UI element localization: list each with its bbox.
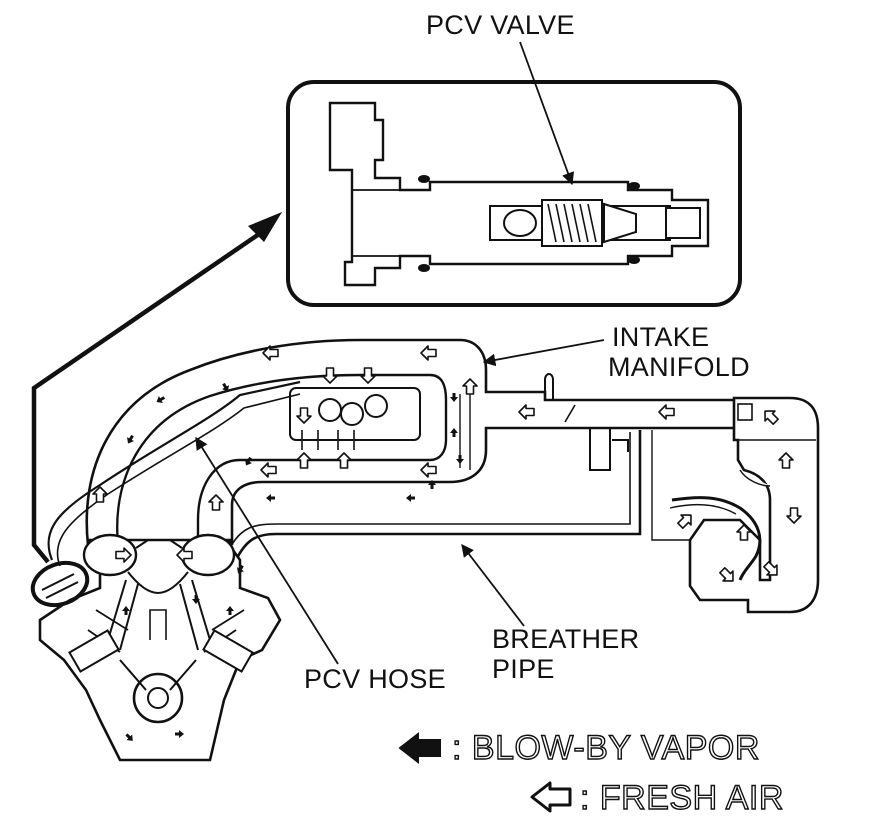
intake-leader bbox=[482, 339, 605, 367]
pcv-valve-detail bbox=[286, 80, 742, 307]
intake-manifold-label-line2: MANIFOLD bbox=[608, 352, 750, 382]
engine-block bbox=[38, 533, 282, 762]
pcv-hose bbox=[47, 380, 301, 567]
breather-pipe-label-line2: PIPE bbox=[492, 654, 555, 684]
pcv-hose-label: PCV HOSE bbox=[304, 664, 446, 694]
breather-pipe bbox=[225, 430, 710, 561]
pcv-hose-leader bbox=[195, 436, 339, 665]
breather-leader bbox=[461, 543, 525, 627]
legend-blowby-label: : BLOW-BY VAPOR bbox=[451, 728, 760, 767]
legend-fresh-label: : FRESH AIR bbox=[579, 778, 784, 817]
breather-pipe-label-line1: BREATHER bbox=[492, 624, 640, 654]
intake-manifold bbox=[85, 338, 734, 546]
air-cleaner bbox=[669, 396, 820, 614]
legend-blowby-icon bbox=[398, 731, 441, 765]
pcv-valve-label: PCV VALVE bbox=[426, 10, 575, 40]
legend-fresh-icon bbox=[530, 781, 572, 813]
intake-manifold-label-line1: INTAKE bbox=[612, 322, 710, 352]
pcv-valve-leader bbox=[519, 41, 575, 186]
pcv-valve-location bbox=[30, 560, 90, 608]
detail-pointer bbox=[31, 212, 282, 564]
